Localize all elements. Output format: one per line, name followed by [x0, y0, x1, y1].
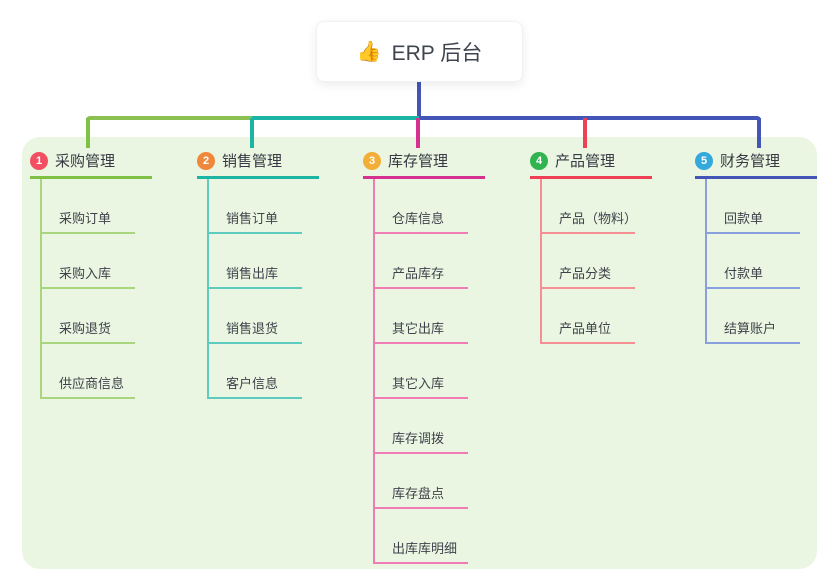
connector-drop-finance — [757, 118, 761, 148]
branch-finance-children: 回款单 付款单 结算账户 — [705, 179, 817, 344]
child-node[interactable]: 产品库存 — [375, 234, 468, 289]
child-node[interactable]: 采购退货 — [42, 289, 135, 344]
root-connector-line — [417, 82, 421, 118]
child-node[interactable]: 销售出库 — [209, 234, 302, 289]
child-node[interactable]: 库存盘点 — [375, 454, 468, 509]
child-node[interactable]: 产品分类 — [542, 234, 635, 289]
child-node[interactable]: 回款单 — [707, 179, 800, 234]
root-title: ERP 后台 — [391, 41, 483, 65]
connector-horizontal-indigo — [419, 116, 761, 120]
connector-horizontal-green — [86, 116, 252, 120]
connector-drop-purchase — [86, 118, 90, 148]
child-node[interactable]: 出库库明细 — [375, 509, 468, 564]
branch-finance: 5 财务管理 回款单 付款单 结算账户 — [695, 148, 817, 344]
branch-product: 4 产品管理 产品（物料） 产品分类 产品单位 — [530, 148, 652, 344]
child-node[interactable]: 其它入库 — [375, 344, 468, 399]
thumbs-up-icon: 👍 — [356, 41, 382, 63]
branch-purchase-underline — [30, 176, 152, 179]
child-node[interactable]: 销售退货 — [209, 289, 302, 344]
number-badge-3: 3 — [363, 151, 381, 170]
branch-sales-underline — [197, 176, 319, 179]
branch-purchase-header[interactable]: 1 采购管理 — [30, 148, 152, 173]
branch-inventory-underline — [363, 176, 485, 179]
child-node[interactable]: 采购订单 — [42, 179, 135, 234]
number-badge-2: 2 — [197, 151, 215, 170]
number-badge-4: 4 — [530, 151, 548, 170]
child-node[interactable]: 仓库信息 — [375, 179, 468, 234]
child-node[interactable]: 其它出库 — [375, 289, 468, 344]
connector-drop-sales — [250, 118, 254, 148]
child-node[interactable]: 库存调拨 — [375, 399, 468, 454]
branches-background-panel — [22, 137, 817, 569]
child-node[interactable]: 销售订单 — [209, 179, 302, 234]
branch-finance-header[interactable]: 5 财务管理 — [695, 148, 817, 173]
branch-finance-label: 财务管理 — [720, 153, 781, 170]
branch-purchase: 1 采购管理 采购订单 采购入库 采购退货 供应商信息 — [30, 148, 152, 399]
child-node[interactable]: 结算账户 — [707, 289, 800, 344]
connector-drop-product — [583, 118, 587, 148]
branch-inventory-label: 库存管理 — [388, 153, 449, 170]
branch-purchase-children: 采购订单 采购入库 采购退货 供应商信息 — [40, 179, 152, 399]
branch-product-children: 产品（物料） 产品分类 产品单位 — [540, 179, 652, 344]
child-node[interactable]: 产品单位 — [542, 289, 635, 344]
branch-purchase-label: 采购管理 — [55, 153, 116, 170]
child-node[interactable]: 客户信息 — [209, 344, 302, 399]
branch-sales-header[interactable]: 2 销售管理 — [197, 148, 319, 173]
branch-product-header[interactable]: 4 产品管理 — [530, 148, 652, 173]
connector-drop-inventory — [416, 118, 420, 148]
branch-sales-children: 销售订单 销售出库 销售退货 客户信息 — [207, 179, 319, 399]
root-node[interactable]: 👍 ERP 后台 — [316, 21, 523, 82]
connector-horizontal-teal — [252, 116, 419, 120]
number-badge-1: 1 — [30, 151, 48, 170]
child-node[interactable]: 付款单 — [707, 234, 800, 289]
branch-inventory-header[interactable]: 3 库存管理 — [363, 148, 485, 173]
branch-inventory-children: 仓库信息 产品库存 其它出库 其它入库 库存调拨 库存盘点 出库库明细 — [373, 179, 485, 564]
child-node[interactable]: 产品（物料） — [542, 179, 637, 234]
branch-inventory: 3 库存管理 仓库信息 产品库存 其它出库 其它入库 库存调拨 库存盘点 出库库… — [363, 148, 485, 564]
child-node[interactable]: 供应商信息 — [42, 344, 135, 399]
number-badge-5: 5 — [695, 151, 713, 170]
branch-sales: 2 销售管理 销售订单 销售出库 销售退货 客户信息 — [197, 148, 319, 399]
branch-product-label: 产品管理 — [555, 153, 616, 170]
branch-product-underline — [530, 176, 652, 179]
branch-sales-label: 销售管理 — [222, 153, 283, 170]
child-node[interactable]: 采购入库 — [42, 234, 135, 289]
branch-finance-underline — [695, 176, 817, 179]
